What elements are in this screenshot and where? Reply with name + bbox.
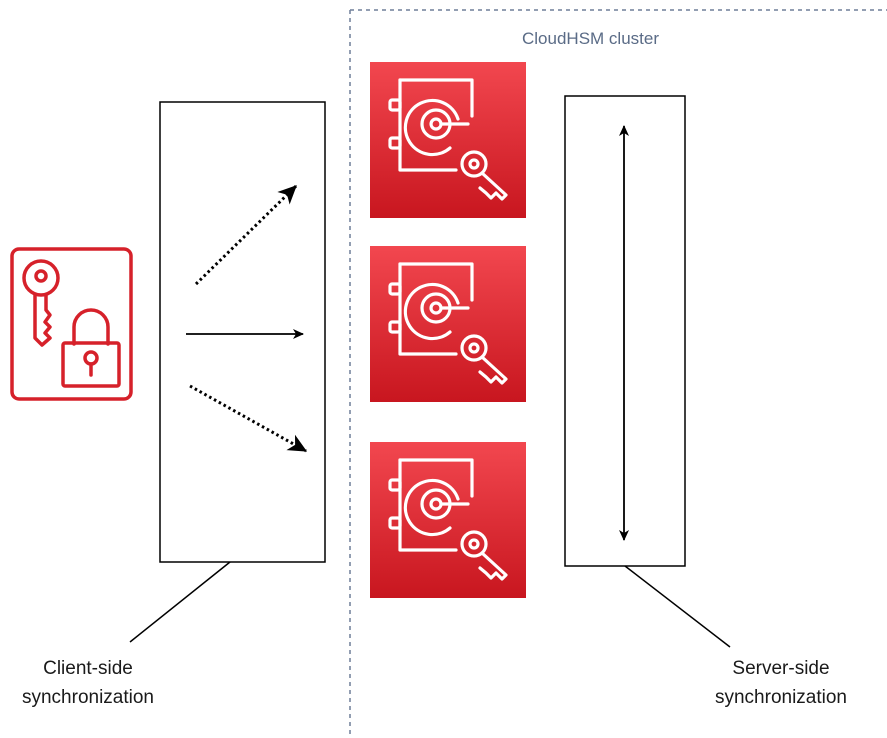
hsm-icon-2: [370, 246, 526, 402]
client-callout-line: [129, 561, 231, 643]
key-and-padlock-icon: [10, 247, 133, 401]
hsm-icon-1: [370, 62, 526, 218]
hsm-icon-3: [370, 442, 526, 598]
server-sync-caption-line1: Server-side: [732, 658, 829, 679]
dotted-arrow-up: [194, 184, 298, 286]
client-side-sync-box: [159, 101, 326, 563]
cloudhsm-cluster-boundary: [349, 9, 887, 738]
dotted-arrow-down: [189, 384, 308, 453]
client-sync-caption-line1: Client-side: [43, 658, 133, 679]
server-sync-caption-line2: synchronization: [715, 687, 847, 708]
client-sync-caption-line2: synchronization: [22, 687, 154, 708]
server-side-sync-box: [564, 95, 686, 567]
server-callout-line: [624, 565, 731, 648]
cluster-label: CloudHSM cluster: [522, 29, 659, 48]
